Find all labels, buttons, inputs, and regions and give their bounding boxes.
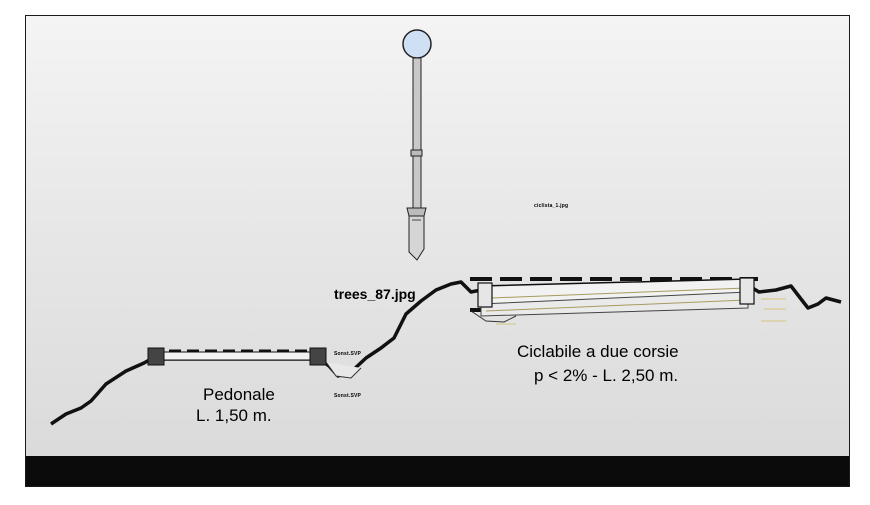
street-lamp xyxy=(402,29,432,261)
right-curb xyxy=(309,347,327,366)
ciclabile-title: Ciclabile a due corsie xyxy=(517,342,679,361)
bikepath-section xyxy=(470,277,786,325)
sidewalk-section xyxy=(147,347,362,379)
ciclabile-slope-width: p < 2% - L. 2,50 m. xyxy=(534,366,679,385)
pedonale-width: L. 1,50 m. xyxy=(196,406,272,425)
pedonale-title: Pedonale xyxy=(203,385,275,404)
section-drawing xyxy=(50,29,842,426)
drawing-frame: trees_87.jpg ciclista_1.jpg Sonst.SVP So… xyxy=(25,15,850,487)
terrain-profile xyxy=(50,280,842,426)
trees-label: trees_87.jpg xyxy=(334,286,416,302)
small-ref-label-1: Sonst.SVP xyxy=(334,351,362,357)
left-curb xyxy=(147,347,165,366)
right-retaining-block xyxy=(739,277,755,305)
lamp-globe xyxy=(402,29,432,59)
ciclista-ref-label: ciclista_1.jpg xyxy=(534,203,569,209)
ground-base-bar xyxy=(26,456,849,486)
left-retaining-block xyxy=(477,282,493,308)
small-ref-label-2: Sonst.SVP xyxy=(334,393,362,399)
ditch xyxy=(325,361,362,379)
